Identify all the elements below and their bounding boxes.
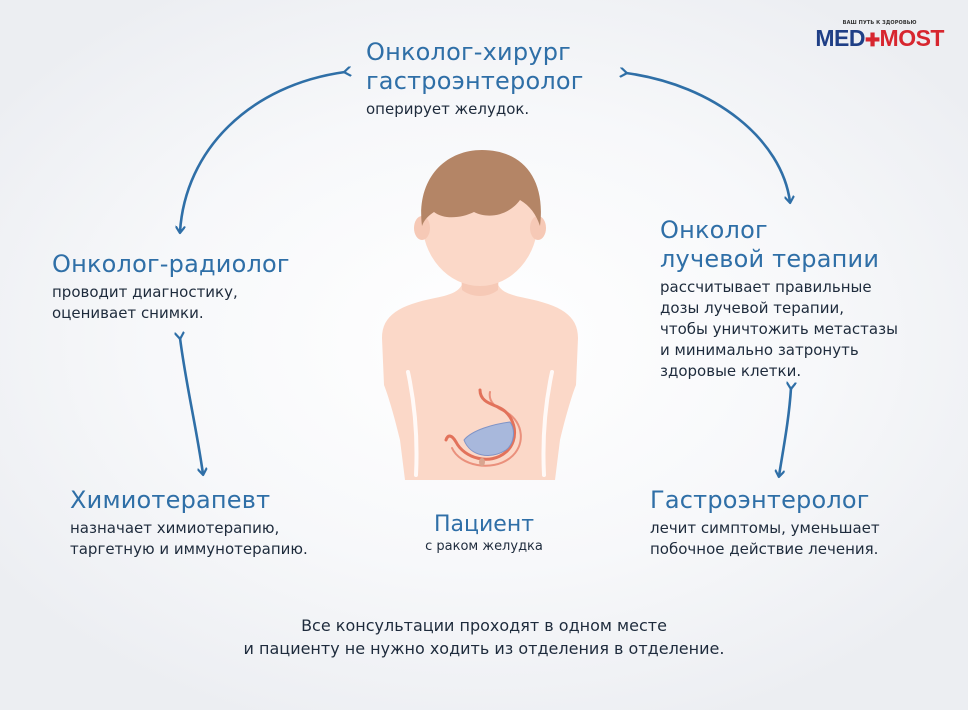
stomach-inner-line	[451, 391, 522, 467]
arrow-radiologist-chemotherapist	[180, 338, 203, 474]
node-gastroenterologist-desc-2: побочное действие лечения.	[650, 540, 879, 558]
node-surgeon: Онколог-хирург гастроэнтеролог оперирует…	[366, 38, 584, 120]
patient-hair	[421, 150, 541, 226]
patient-ear-right	[530, 216, 546, 240]
node-surgeon-desc-1: оперирует желудок.	[366, 100, 530, 118]
arrow-surgeon-radiotherapy	[626, 73, 790, 202]
patient-label: Пациент с раком желудка	[396, 511, 572, 556]
node-gastroenterologist: Гастроэнтеролог лечит симптомы, уменьшае…	[650, 486, 880, 560]
node-gastroenterologist-title-1: Гастроэнтеролог	[650, 486, 870, 514]
logo-cross-icon: ✚	[864, 30, 880, 50]
node-surgeon-title-1: Онколог-хирург	[366, 38, 571, 66]
node-surgeon-title-2: гастроэнтеролог	[366, 67, 584, 95]
node-radiologist-desc-2: оценивает снимки.	[52, 304, 204, 322]
arrow-surgeon-radiologist	[180, 72, 345, 232]
node-radiotherapy-title-1: Онколог	[660, 216, 768, 244]
medmost-logo: ВАШ ПУТЬ К ЗДОРОВЬЮ MED✚MOST	[815, 20, 944, 52]
node-radiotherapy-desc-4: и минимально затронуть	[660, 341, 859, 359]
node-chemotherapist-title-1: Химиотерапевт	[70, 486, 271, 514]
node-radiologist-title-1: Онколог-радиолог	[52, 250, 290, 278]
node-radiotherapy-desc-1: рассчитывает правильные	[660, 278, 872, 296]
logo-wordmark: MED✚MOST	[815, 26, 944, 52]
tumor-icon	[463, 421, 514, 456]
patient-title: Пациент	[433, 512, 535, 537]
node-chemotherapist: Химиотерапевт назначает химиотерапию, та…	[70, 486, 308, 560]
logo-word-right: MOST	[879, 25, 945, 51]
node-chemotherapist-desc-1: назначает химиотерапию,	[70, 519, 280, 537]
node-radiotherapy-title-2: лучевой терапии	[660, 245, 880, 273]
node-chemotherapist-desc-2: таргетную и иммунотерапию.	[70, 540, 308, 558]
node-radiotherapy-desc-3: чтобы уничтожить метастазы	[660, 320, 898, 338]
arrow-radiotherapy-gastroenterologist	[779, 388, 791, 476]
patient-subtitle: с раком желудка	[425, 539, 543, 554]
node-radiologist-desc-1: проводит диагностику,	[52, 283, 238, 301]
footer-line-1: Все консультации проходят в одном месте	[301, 616, 667, 635]
patient-arm-line-right	[541, 370, 554, 477]
node-radiotherapy: Онколог лучевой терапии рассчитывает пра…	[660, 216, 898, 382]
node-radiotherapy-desc-2: дозы лучевой терапии,	[660, 299, 844, 317]
patient-torso	[382, 278, 578, 480]
logo-word-left: MED	[815, 25, 865, 51]
footer-line-2: и пациенту не нужно ходить из отделения …	[243, 639, 725, 658]
patient-navel	[479, 458, 485, 466]
node-radiologist: Онколог-радиолог проводит диагностику, о…	[52, 250, 290, 324]
patient-arm-line-left	[406, 370, 419, 477]
patient-ear-left	[414, 216, 430, 240]
node-gastroenterologist-desc-1: лечит симптомы, уменьшает	[650, 519, 880, 537]
logo-tagline: ВАШ ПУТЬ К ЗДОРОВЬЮ	[842, 20, 917, 26]
patient-figure	[382, 150, 578, 480]
footer-note: Все консультации проходят в одном месте …	[160, 614, 808, 660]
node-radiotherapy-desc-5: здоровые клетки.	[660, 362, 802, 380]
